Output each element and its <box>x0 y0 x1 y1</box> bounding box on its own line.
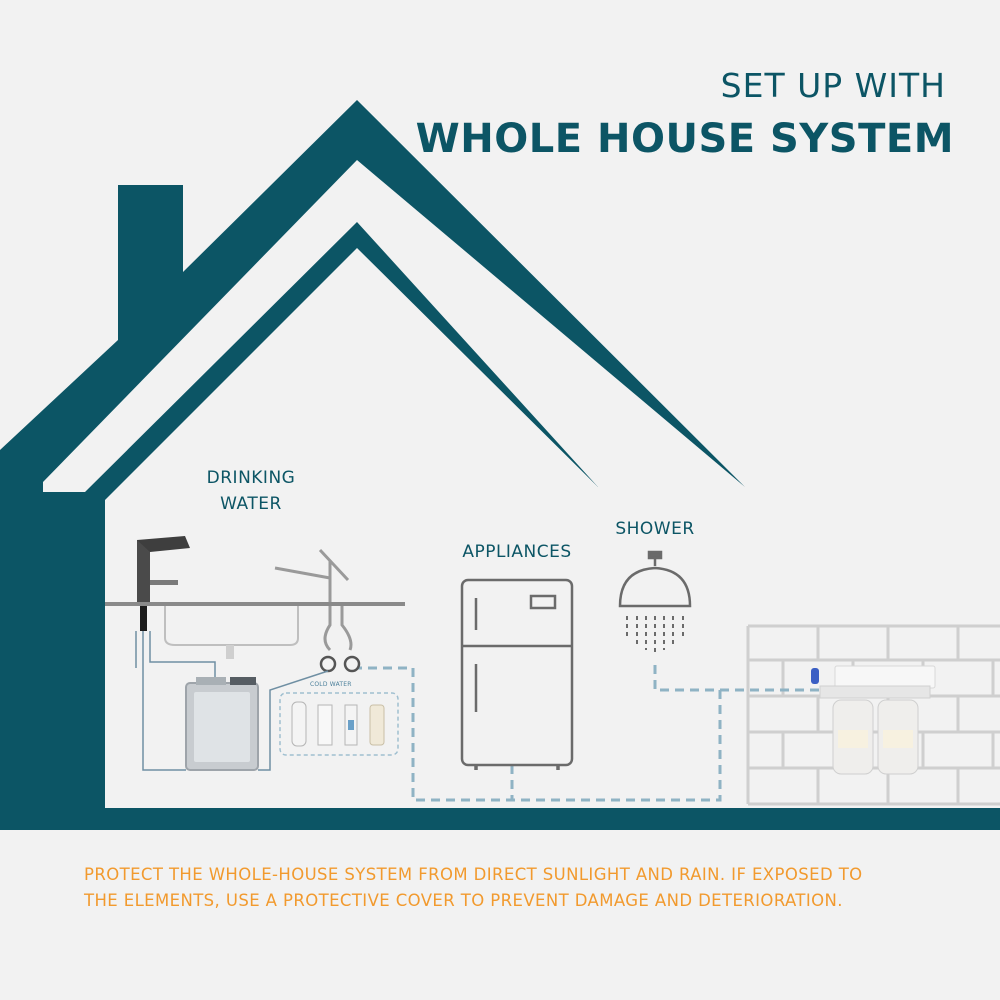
warning-note-line2: THE ELEMENTS, USE A PROTECTIVE COVER TO … <box>84 891 843 910</box>
water-pipes <box>358 665 820 802</box>
whole-house-filter <box>811 665 936 775</box>
filter-cartridges <box>279 692 399 756</box>
warning-note-line1: PROTECT THE WHOLE-HOUSE SYSTEM FROM DIRE… <box>84 865 863 884</box>
shower-label: SHOWER <box>615 519 695 539</box>
shower-icon <box>618 550 692 652</box>
warning-note: PROTECT THE WHOLE-HOUSE SYSTEM FROM DIRE… <box>84 862 944 914</box>
ro-unit <box>185 677 259 771</box>
title-line1: SET UP WITH <box>720 66 946 105</box>
ro-lines <box>135 631 329 771</box>
kitchen-sink <box>105 602 405 659</box>
drinking-faucet <box>137 536 190 631</box>
drinking-water-label-line2: WATER <box>220 494 282 514</box>
kitchen-faucet <box>274 548 353 652</box>
cold-water-label: COLD WATER <box>310 681 352 688</box>
inner-room <box>105 248 745 808</box>
refrigerator-icon <box>460 578 574 770</box>
page-title: WHOLE HOUSE SYSTEM <box>415 116 954 162</box>
drinking-water-label-line1: DRINKING <box>206 468 296 488</box>
drinking-water-label: DRINKING WATER <box>196 465 306 517</box>
ground-floor <box>85 808 1000 830</box>
appliances-label: APPLIANCES <box>462 542 572 562</box>
brick-wall <box>746 623 1000 808</box>
